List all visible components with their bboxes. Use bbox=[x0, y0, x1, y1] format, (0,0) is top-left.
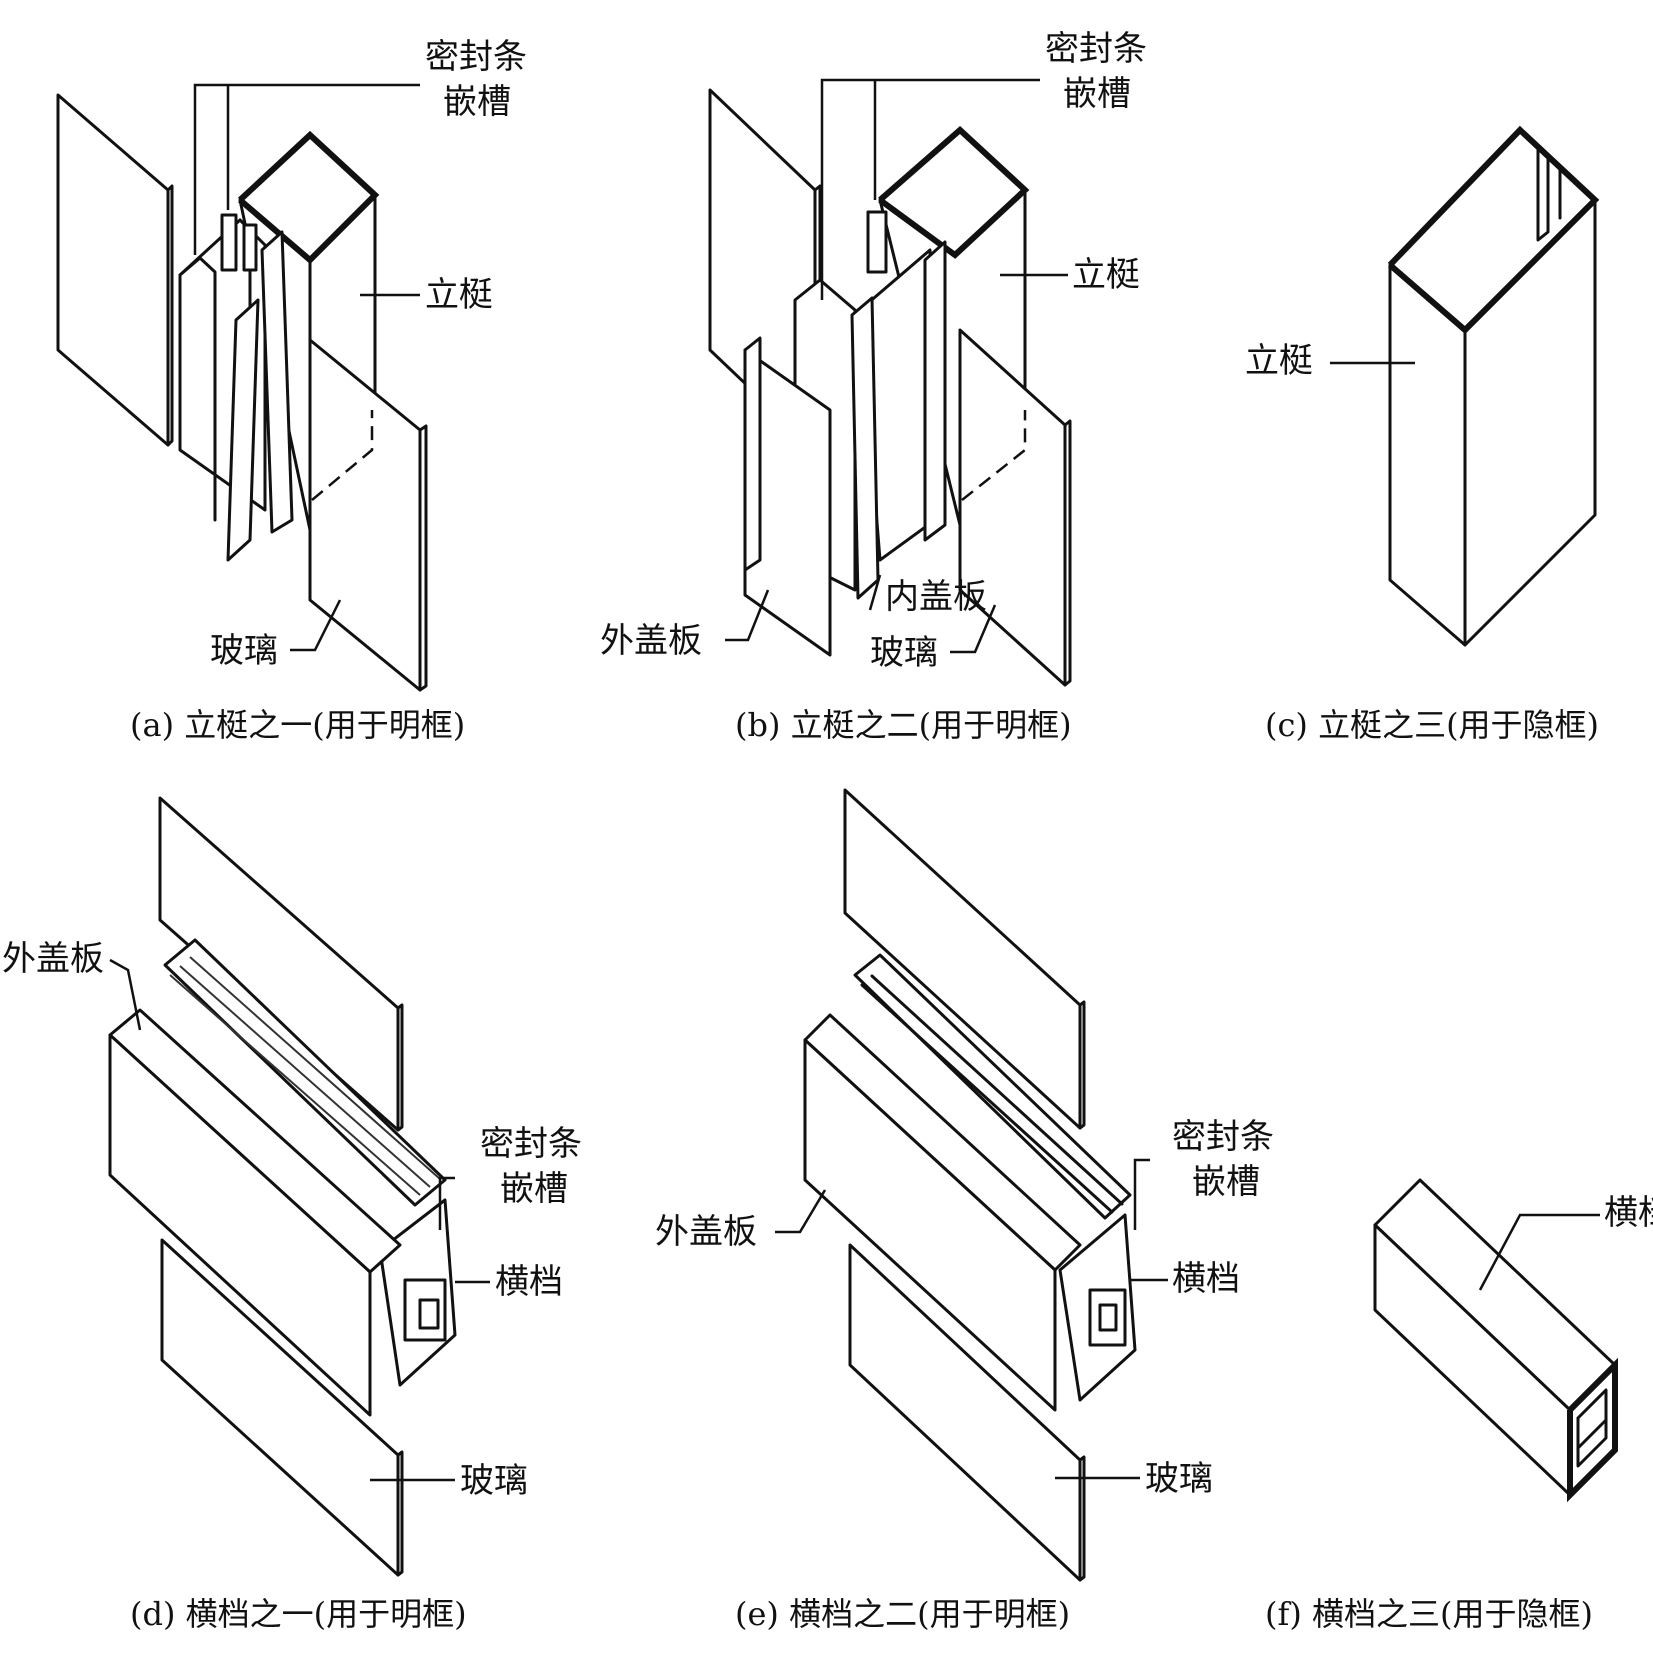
label-b-outer-cover: 外盖板 bbox=[600, 621, 702, 661]
label-e-transom: 横档 bbox=[1172, 1259, 1240, 1299]
label-d-seal-groove-line2: 嵌槽 bbox=[500, 1169, 568, 1209]
label-d-transom: 横档 bbox=[495, 1262, 563, 1302]
panel-d-seal-hatch bbox=[169, 956, 441, 1196]
leader-b-seal bbox=[820, 78, 1040, 300]
leader-d-seal bbox=[438, 1176, 455, 1230]
label-e-glass: 玻璃 bbox=[1145, 1459, 1213, 1499]
panel-c: 立梃 (c) 立梃之三(用于隐框) bbox=[1245, 125, 1600, 744]
caption-c: (c) 立梃之三(用于隐框) bbox=[1265, 706, 1599, 744]
label-d-outer-cover: 外盖板 bbox=[2, 939, 104, 979]
label-e-seal-groove-line2: 嵌槽 bbox=[1192, 1162, 1260, 1202]
label-d-glass: 玻璃 bbox=[460, 1461, 528, 1501]
leader-a-glass bbox=[290, 599, 342, 652]
label-b-glass: 玻璃 bbox=[870, 633, 938, 673]
panel-a-drawing bbox=[56, 93, 428, 692]
leader-e-seal bbox=[1133, 1158, 1150, 1230]
panel-f-drawing bbox=[1373, 1178, 1618, 1503]
panel-d: 外盖板 密封条 嵌槽 横档 玻璃 (d) 横档之一(用于明框) bbox=[2, 796, 582, 1633]
caption-e: (e) 横档之二(用于明框) bbox=[735, 1595, 1070, 1633]
label-d-seal-groove-line1: 密封条 bbox=[480, 1124, 582, 1164]
panel-b-drawing bbox=[708, 88, 1072, 687]
leader-b-outer-cover bbox=[725, 589, 770, 642]
label-b-mullion: 立梃 bbox=[1072, 255, 1140, 295]
caption-d: (d) 横档之一(用于明框) bbox=[130, 1595, 467, 1633]
label-b-seal-groove-line1: 密封条 bbox=[1045, 29, 1147, 69]
panel-d-drawing bbox=[108, 796, 457, 1577]
leader-d-outer-cover bbox=[109, 958, 142, 1031]
label-e-outer-cover: 外盖板 bbox=[655, 1212, 757, 1252]
panel-b: 密封条 嵌槽 立梃 内盖板 外盖板 玻璃 (b) 立梃之二(用于明框) bbox=[600, 29, 1147, 744]
leader-b-inner-cover bbox=[868, 574, 882, 611]
label-f-transom: 横档 bbox=[1604, 1193, 1653, 1233]
leader-b-glass bbox=[950, 604, 997, 654]
label-a-glass: 玻璃 bbox=[210, 631, 278, 671]
panel-e: 外盖板 密封条 嵌槽 横档 玻璃 (e) 横档之二(用于明框) bbox=[655, 788, 1274, 1633]
leader-f-transom bbox=[1478, 1213, 1600, 1291]
caption-f: (f) 横档之三(用于隐框) bbox=[1265, 1595, 1593, 1633]
label-a-seal-groove-line1: 密封条 bbox=[425, 37, 527, 77]
panel-c-drawing bbox=[1387, 125, 1600, 647]
label-a-seal-groove-line2: 嵌槽 bbox=[443, 82, 511, 122]
label-b-seal-groove-line2: 嵌槽 bbox=[1063, 74, 1131, 114]
caption-b: (b) 立梃之二(用于明框) bbox=[735, 706, 1072, 744]
panel-f: 横档 (f) 横档之三(用于隐框) bbox=[1265, 1178, 1653, 1633]
label-a-mullion: 立梃 bbox=[425, 275, 493, 315]
label-c-mullion: 立梃 bbox=[1245, 341, 1313, 381]
leader-a-seal bbox=[193, 83, 420, 255]
panel-a: 密封条 嵌槽 立梃 玻璃 (a) 立梃之一(用于明框) bbox=[56, 37, 527, 744]
leader-e-outer-cover bbox=[775, 1189, 827, 1234]
label-e-seal-groove-line1: 密封条 bbox=[1172, 1117, 1274, 1157]
panel-e-drawing bbox=[803, 788, 1137, 1582]
caption-a: (a) 立梃之一(用于明框) bbox=[130, 706, 465, 744]
label-b-inner-cover: 内盖板 bbox=[885, 577, 987, 617]
